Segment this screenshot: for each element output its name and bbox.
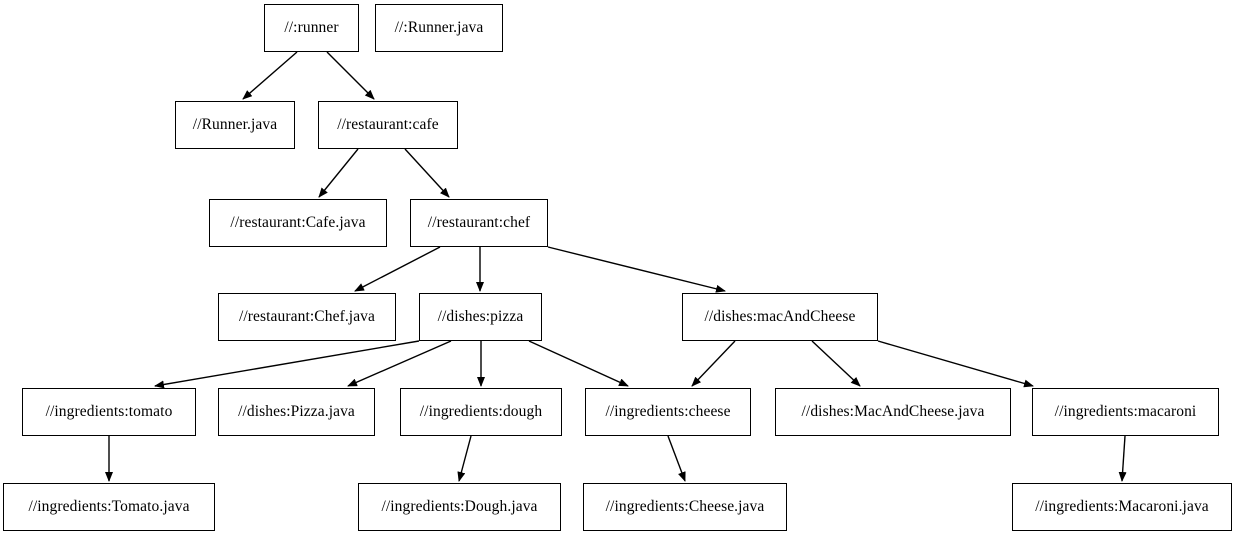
graph-node-ing_macaroni[interactable]: //ingredients:macaroni — [1032, 388, 1219, 436]
graph-node-runner_java[interactable]: //Runner.java — [175, 101, 295, 149]
graph-node-label: //ingredients:macaroni — [1054, 403, 1197, 421]
graph-node-label: //restaurant:Chef.java — [238, 308, 376, 326]
graph-edge-dishes_pizza-to-ing_cheese — [528, 340, 629, 387]
graph-node-label: //ingredients:Macaroni.java — [1035, 498, 1209, 516]
graph-node-label: //restaurant:cafe — [337, 116, 439, 134]
graph-edge-ing_dough-to-dough_java — [457, 435, 472, 482]
graph-edge-runner-to-runner_java — [242, 51, 298, 100]
graph-node-root_runner_java[interactable]: //:Runner.java — [375, 4, 503, 52]
graph-node-label: //dishes:macAndCheese — [704, 308, 856, 326]
graph-node-mac_java[interactable]: //dishes:MacAndCheese.java — [775, 388, 1011, 436]
graph-edge-dishes_pizza-to-pizza_java — [347, 340, 452, 387]
graph-node-dishes_pizza[interactable]: //dishes:pizza — [419, 293, 542, 341]
graph-node-label: //ingredients:cheese — [605, 403, 731, 421]
graph-node-label: //restaurant:Cafe.java — [230, 214, 366, 232]
graph-edge-runner-to-restaurant_cafe — [326, 51, 375, 100]
graph-node-ing_tomato[interactable]: //ingredients:tomato — [22, 388, 196, 436]
graph-node-cafe_java[interactable]: //restaurant:Cafe.java — [209, 199, 387, 247]
graph-node-label: //dishes:Pizza.java — [238, 403, 355, 421]
graph-node-restaurant_cafe[interactable]: //restaurant:cafe — [318, 101, 458, 149]
graph-node-dishes_mac[interactable]: //dishes:macAndCheese — [682, 293, 878, 341]
graph-node-label: //dishes:MacAndCheese.java — [801, 403, 985, 421]
graph-node-runner[interactable]: //:runner — [264, 4, 359, 52]
graph-node-dough_java[interactable]: //ingredients:Dough.java — [358, 483, 561, 531]
graph-node-label: //ingredients:dough — [419, 403, 543, 421]
graph-edge-ing_macaroni-to-macaroni_java — [1118, 435, 1127, 482]
graph-node-macaroni_java[interactable]: //ingredients:Macaroni.java — [1012, 483, 1232, 531]
graph-edge-restaurant_cafe-to-restaurant_chef — [404, 148, 450, 198]
graph-node-tomato_java[interactable]: //ingredients:Tomato.java — [3, 483, 215, 531]
graph-node-pizza_java[interactable]: //dishes:Pizza.java — [218, 388, 375, 436]
graph-node-label: //ingredients:Cheese.java — [605, 498, 765, 516]
graph-edge-dishes_mac-to-mac_java — [811, 340, 861, 387]
graph-node-ing_cheese[interactable]: //ingredients:cheese — [585, 388, 751, 436]
graph-edge-dishes_pizza-to-ing_tomato — [154, 340, 420, 389]
graph-node-chef_java[interactable]: //restaurant:Chef.java — [218, 293, 396, 341]
graph-edge-ing_cheese-to-cheese_java — [667, 435, 686, 482]
graph-edge-restaurant_chef-to-dishes_mac — [547, 246, 726, 293]
graph-edge-restaurant_chef-to-chef_java — [354, 246, 441, 292]
graph-node-label: //Runner.java — [192, 116, 278, 134]
graph-edge-dishes_mac-to-ing_macaroni — [877, 340, 1034, 388]
graph-node-ing_dough[interactable]: //ingredients:dough — [400, 388, 562, 436]
graph-node-label: //ingredients:Dough.java — [381, 498, 538, 516]
graph-node-cheese_java[interactable]: //ingredients:Cheese.java — [583, 483, 787, 531]
graph-node-restaurant_chef[interactable]: //restaurant:chef — [410, 199, 548, 247]
graph-node-label: //dishes:pizza — [437, 308, 524, 326]
graph-edge-dishes_mac-to-ing_cheese — [691, 340, 736, 387]
graph-node-label: //:Runner.java — [394, 19, 484, 37]
graph-node-label: //restaurant:chef — [427, 214, 531, 232]
graph-edge-restaurant_cafe-to-cafe_java — [318, 148, 359, 198]
graph-node-label: //:runner — [284, 19, 339, 37]
graph-node-label: //ingredients:Tomato.java — [28, 498, 190, 516]
graph-node-label: //ingredients:tomato — [45, 403, 173, 421]
